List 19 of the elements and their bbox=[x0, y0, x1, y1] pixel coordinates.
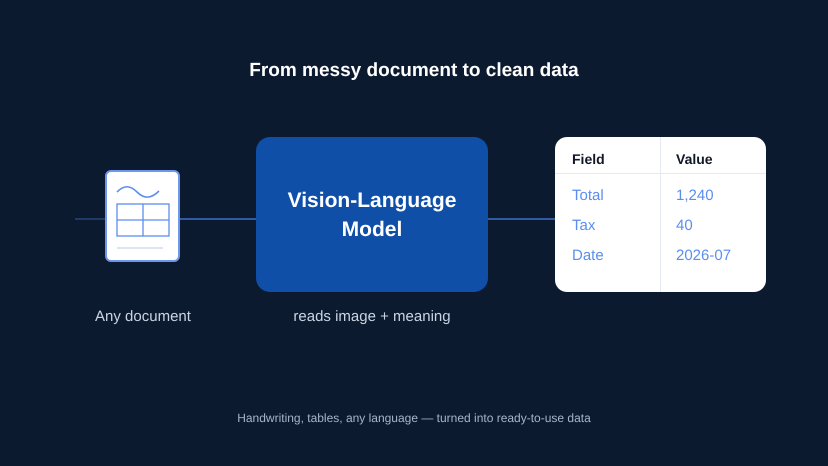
node-label: Vision-Language Model bbox=[287, 188, 457, 242]
caption: Handwriting, tables, any language — turned into ready-to-use data bbox=[236, 411, 592, 425]
diagram-title: From messy document to clean data bbox=[248, 60, 580, 82]
column-header: Field bbox=[572, 151, 605, 167]
field-value: 1,240 bbox=[676, 187, 714, 204]
data-table-card bbox=[555, 137, 766, 292]
connector-line bbox=[75, 218, 105, 220]
column-header: Value bbox=[676, 151, 713, 167]
document-drawing bbox=[105, 170, 180, 262]
field-name: Total bbox=[572, 187, 604, 204]
connector-line bbox=[180, 218, 256, 220]
field-value: 40 bbox=[676, 217, 693, 234]
node-caption: Any document bbox=[94, 308, 192, 325]
connector-line bbox=[488, 218, 555, 220]
field-value: 2026-07 bbox=[676, 247, 732, 264]
field-name: Date bbox=[572, 247, 604, 264]
field-name: Tax bbox=[572, 217, 596, 234]
model-box bbox=[256, 137, 488, 292]
node-caption: reads image + meaning bbox=[292, 308, 452, 325]
